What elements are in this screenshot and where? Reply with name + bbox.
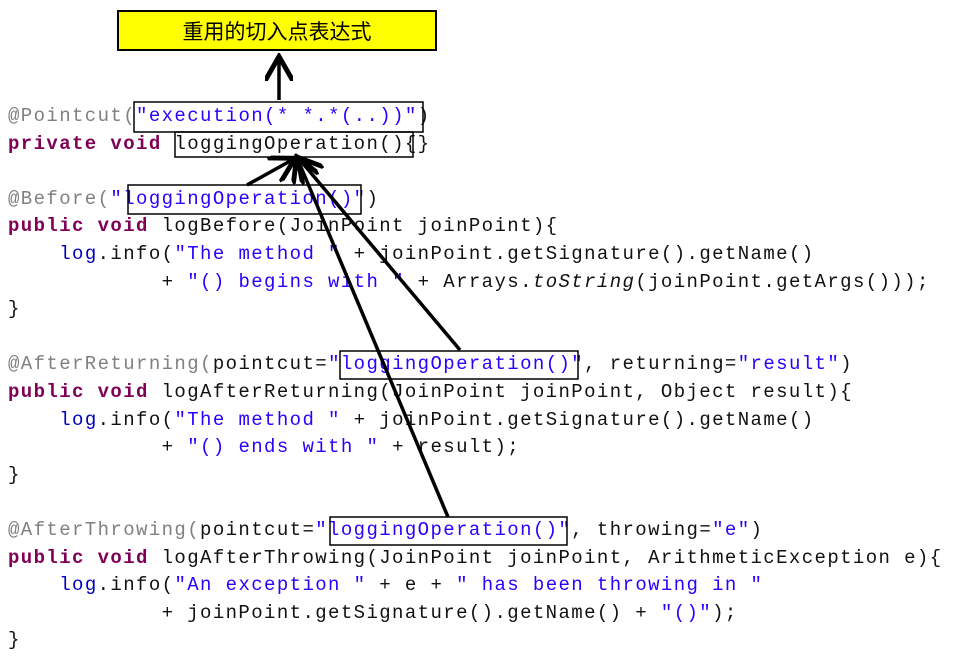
arrow-from-afterreturning <box>300 160 462 352</box>
code-token-fld: log <box>59 574 98 597</box>
code-token-txt: + joinPoint.getSignature().getName() + <box>8 601 661 624</box>
code-line: public void logAfterThrowing(JoinPoint j… <box>8 545 943 573</box>
code-token-fld: log <box>59 408 98 431</box>
code-line: } <box>8 296 943 324</box>
code-token-kw: public void <box>8 215 162 238</box>
code-token-kw: public void <box>8 546 162 569</box>
code-line: } <box>8 627 943 655</box>
code-token-str: "()" <box>660 601 713 624</box>
code-token-str: "loggingOperation()" <box>315 518 572 541</box>
code-line: + "() ends with " + result); <box>8 434 943 462</box>
code-token-txt: , returning= <box>584 353 738 376</box>
code-token-str: " has been throwing in " <box>456 574 764 597</box>
code-token-txt: loggingOperation(){} <box>174 132 431 155</box>
code-token-txt: } <box>8 629 21 652</box>
code-line: + "() begins with " + Arrays.toString(jo… <box>8 269 943 297</box>
code-line: } <box>8 462 943 490</box>
code-token-txt: ) <box>840 353 853 376</box>
code-token-txt: } <box>8 463 21 486</box>
code-token-txt: ) <box>750 518 764 541</box>
code-line: log.info("An exception " + e + " has bee… <box>8 572 943 600</box>
code-token-txt: logAfterThrowing(JoinPoint joinPoint, Ar… <box>161 546 943 569</box>
code-token-str: "execution(* *.*(..))" <box>136 105 418 127</box>
afterreturning-reference-box <box>339 350 579 380</box>
code-token-kw: private void <box>8 132 175 155</box>
code-token-kw: public void <box>8 380 162 403</box>
code-line: + joinPoint.getSignature().getName() + "… <box>8 600 943 628</box>
title-callout: 重用的切入点表达式 <box>117 10 437 51</box>
code-token-str: "The method " <box>174 242 341 265</box>
pointcut-method-box <box>174 131 414 158</box>
code-token-fld: log <box>59 242 98 265</box>
code-token-ann: @AfterThrowing( <box>8 518 201 541</box>
arrow-from-afterthrowing <box>298 160 450 518</box>
code-token-str: "loggingOperation()" <box>328 353 585 376</box>
code-token-ann: @Before( <box>8 187 111 210</box>
code-token-str: "The method " <box>174 408 341 431</box>
code-line: @AfterReturning(pointcut="loggingOperati… <box>8 351 943 379</box>
code-token-txt: .info( <box>97 408 175 431</box>
code-token-txt: + joinPoint.getSignature().getName() <box>340 408 815 431</box>
code-token-txt: logAfterReturning(JoinPoint joinPoint, O… <box>161 380 853 403</box>
code-token-txt: } <box>8 298 21 321</box>
code-token-txt: (joinPoint.getArgs())); <box>635 270 930 293</box>
code-line: public void logAfterReturning(JoinPoint … <box>8 379 943 407</box>
code-token-str: "An exception " <box>174 574 367 597</box>
code-line: log.info("The method " + joinPoint.getSi… <box>8 407 943 435</box>
pointcut-expression-box <box>133 101 424 133</box>
code-token-txt: pointcut= <box>212 353 329 376</box>
code-token-txt: + Arrays. <box>404 270 533 293</box>
code-token-str: "() ends with " <box>187 436 380 459</box>
code-token-txt: + joinPoint.getSignature().getName() <box>340 242 815 265</box>
code-line: public void logBefore(JoinPoint joinPoin… <box>8 213 943 241</box>
code-line: @Before("loggingOperation()") <box>8 186 943 214</box>
code-token-txt: pointcut= <box>200 518 316 541</box>
code-token-ann: @Pointcut( <box>8 105 137 127</box>
code-token-txt: + <box>8 436 188 459</box>
code-token-txt: + <box>8 270 188 293</box>
code-token-txt: ) <box>366 187 380 210</box>
code-token-str: "loggingOperation()" <box>110 187 367 210</box>
code-token-txt: + e + <box>366 574 457 597</box>
afterthrowing-reference-box <box>329 516 568 546</box>
code-line: log.info("The method " + joinPoint.getSi… <box>8 241 943 269</box>
code-token-str: "e" <box>712 518 751 541</box>
code-token-txt: + result); <box>379 436 521 459</box>
code-token-txt: .info( <box>97 574 175 597</box>
code-token-txt: , throwing= <box>571 518 713 541</box>
code-token-ann: @AfterReturning( <box>8 353 213 376</box>
code-token-txt: ); <box>712 601 738 624</box>
before-reference-box <box>127 184 362 215</box>
code-line: private void loggingOperation(){} <box>8 131 943 159</box>
code-token-it: toString <box>532 270 636 293</box>
arrow-from-before <box>246 160 292 187</box>
code-token-txt: .info( <box>97 242 175 265</box>
code-token-str: "result" <box>737 353 841 376</box>
code-token-txt: logBefore(JoinPoint joinPoint){ <box>161 215 559 238</box>
code-line: @AfterThrowing(pointcut="loggingOperatio… <box>8 517 943 545</box>
code-token-str: "() begins with " <box>187 270 405 293</box>
